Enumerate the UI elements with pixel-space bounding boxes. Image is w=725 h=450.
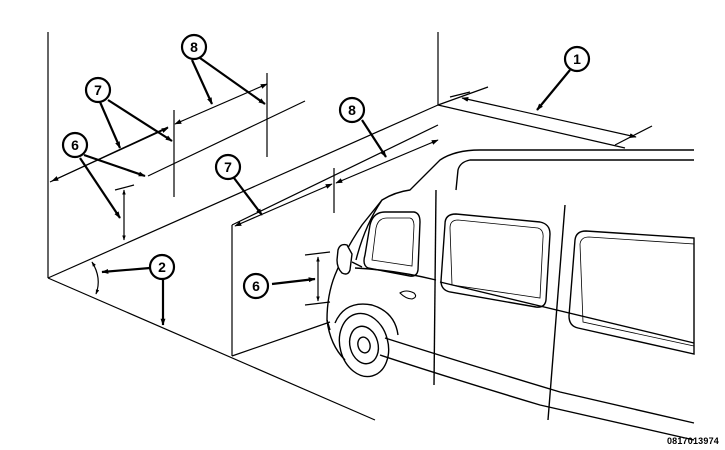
leader-7-right bbox=[233, 177, 263, 216]
dimension-7-right-arrow bbox=[234, 183, 333, 227]
callout-1-label: 1 bbox=[573, 51, 581, 67]
dimension-7-left-arrow bbox=[51, 127, 169, 182]
dimension-1-extension-top bbox=[449, 91, 471, 98]
van-door-handle bbox=[399, 290, 417, 300]
front-wheel bbox=[334, 303, 399, 378]
dimension-8-right-arrow bbox=[335, 139, 439, 184]
callout-8-left-label: 8 bbox=[190, 39, 198, 55]
callout-7-left: 7 bbox=[84, 76, 112, 104]
ceiling-back-edge bbox=[437, 86, 489, 106]
van-rocker-line bbox=[384, 337, 695, 424]
side-window-2-inner bbox=[579, 236, 695, 347]
callout-badges: 1 2 6 6 7 7 8 bbox=[61, 33, 591, 300]
hub bbox=[357, 336, 371, 354]
leader-8-right bbox=[361, 119, 387, 158]
callout-6-right: 6 bbox=[242, 272, 270, 300]
callout-1: 1 bbox=[563, 45, 591, 73]
front-door-window bbox=[363, 211, 421, 277]
dimension-6-right-tick-bottom bbox=[304, 301, 331, 306]
dimension-1-extension-bottom bbox=[614, 125, 653, 146]
van-windshield-edge bbox=[355, 199, 383, 261]
wheel-arch bbox=[334, 303, 399, 336]
van bbox=[326, 149, 695, 441]
van-b-pillar bbox=[433, 189, 437, 386]
mirror-housing bbox=[336, 243, 353, 275]
van-sliding-door-seam bbox=[547, 204, 566, 421]
van-windows bbox=[363, 211, 695, 355]
rim bbox=[348, 325, 380, 365]
dimension-6-left-tick-top bbox=[114, 184, 135, 191]
callout-7-right-label: 7 bbox=[224, 159, 232, 175]
callout-2-label: 2 bbox=[158, 259, 166, 275]
back-wall-floor-edge bbox=[437, 104, 626, 149]
side-window-1 bbox=[440, 213, 551, 308]
van-lower-body-line bbox=[379, 354, 695, 441]
leader-8-left-a bbox=[190, 59, 214, 105]
leader-6-left-a bbox=[83, 153, 146, 178]
leader-2-a bbox=[101, 266, 151, 274]
callout-6-right-label: 6 bbox=[252, 278, 260, 294]
van-roof-line-lower bbox=[455, 159, 694, 191]
leader-6-right bbox=[271, 277, 316, 286]
callout-6-left: 6 bbox=[61, 131, 89, 159]
dimension-1-arrow bbox=[461, 96, 637, 139]
leader-1 bbox=[536, 69, 571, 111]
dimension-8-left-arrow bbox=[174, 83, 268, 125]
callout-8-right: 8 bbox=[338, 96, 366, 124]
leader-8-left-b bbox=[199, 57, 266, 105]
side-mirror bbox=[336, 243, 363, 275]
leader-7-left-a bbox=[98, 101, 122, 149]
callout-2: 2 bbox=[148, 253, 176, 281]
floor-left-edge bbox=[47, 277, 376, 421]
van-belt-line bbox=[439, 281, 695, 344]
dimension-2-angle-arc bbox=[91, 261, 100, 295]
leader-6-left-b bbox=[79, 157, 121, 219]
garage-door-floor-line bbox=[231, 321, 331, 357]
side-window-2 bbox=[568, 230, 695, 355]
garage-door-opening-top bbox=[231, 124, 439, 226]
front-door-window-inner bbox=[371, 217, 415, 267]
callout-6-left-label: 6 bbox=[71, 137, 79, 153]
callout-7-right: 7 bbox=[214, 153, 242, 181]
callout-7-left-label: 7 bbox=[94, 82, 102, 98]
callout-leaders bbox=[79, 57, 571, 326]
dimension-lines bbox=[49, 73, 653, 306]
callout-8-right-label: 8 bbox=[348, 102, 356, 118]
side-window-1-inner bbox=[449, 219, 544, 299]
room-walls bbox=[47, 32, 626, 421]
dimension-6-right-tick-top bbox=[304, 251, 331, 256]
callout-8-left: 8 bbox=[180, 33, 208, 61]
mirror-arm bbox=[351, 261, 363, 268]
tire-outer bbox=[338, 312, 390, 378]
van-hood-line bbox=[354, 267, 437, 281]
leader-7-left-b bbox=[107, 99, 173, 142]
figure-id: 0817013974 bbox=[666, 436, 719, 446]
